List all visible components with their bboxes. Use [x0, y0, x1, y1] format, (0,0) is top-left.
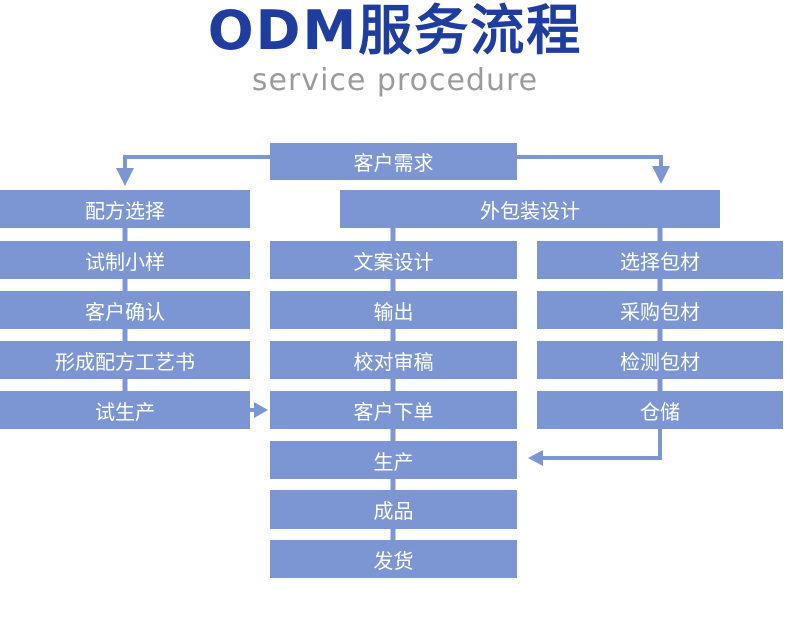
flow-box-formula-process-book: 形成配方工艺书: [0, 341, 250, 379]
page-title: ODM服务流程: [207, 0, 583, 62]
connector-start-to-packaging: [515, 155, 663, 168]
flow-box-shipment: 发货: [270, 540, 517, 578]
flow-box-customer-confirmation: 客户确认: [0, 291, 250, 329]
flow-box-proofreading: 校对审稿: [270, 341, 517, 379]
flow-box-copy-design: 文案设计: [270, 241, 517, 279]
flow-box-warehousing: 仓储: [537, 391, 783, 429]
arrowhead-down-packaging: [652, 166, 670, 184]
connector-start-to-formula: [123, 155, 270, 170]
flow-box-trial-sample: 试制小样: [0, 241, 250, 279]
connector-warehouse-to-production: [541, 429, 662, 460]
arrowhead-right-order: [254, 402, 268, 418]
page-subtitle: service procedure: [251, 63, 539, 98]
flow-box-packaging-design: 外包装设计: [340, 190, 720, 228]
arrowhead-left-production: [528, 450, 543, 466]
flow-box-customer-needs: 客户需求: [270, 143, 517, 180]
flow-box-production: 生产: [270, 441, 517, 479]
flow-box-trial-production: 试生产: [0, 391, 250, 429]
arrowhead-down-formula: [116, 168, 134, 186]
flow-box-finished-product: 成品: [270, 490, 517, 529]
flow-box-formula-selection: 配方选择: [0, 190, 250, 228]
flow-box-purchase-packaging: 采购包材: [537, 291, 783, 329]
flow-box-output: 输出: [270, 291, 517, 329]
flow-box-inspect-packaging: 检测包材: [537, 341, 783, 379]
flow-box-customer-order: 客户下单: [270, 391, 517, 429]
flow-box-select-packaging: 选择包材: [537, 241, 783, 279]
